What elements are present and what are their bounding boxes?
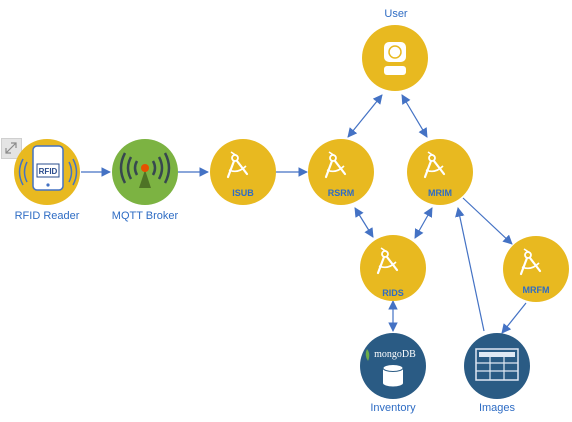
node-mrim[interactable]: MRIM [407, 139, 473, 205]
node-rids[interactable]: RIDS [360, 235, 426, 301]
node-isub[interactable]: ISUB [210, 139, 276, 205]
node-inventory[interactable]: mongoDB Inventory [360, 333, 426, 414]
mongodb-logo-text: mongoDB [374, 349, 416, 360]
node-mrfm[interactable]: MRFM [503, 236, 569, 302]
rfid-badge: RFID [39, 167, 58, 176]
edge-images-mrim [455, 207, 485, 332]
node-user[interactable]: User [362, 8, 428, 91]
table-grid-icon [475, 348, 519, 381]
node-label-user: User [384, 8, 408, 20]
broadcast-antenna-icon [119, 152, 171, 188]
node-images[interactable]: Images [464, 333, 530, 414]
edge-rsrm-user [347, 94, 383, 138]
edge-mrim-mrfm [462, 197, 513, 245]
node-label-inventory: Inventory [370, 402, 416, 414]
user-icon [384, 42, 406, 75]
edges [81, 94, 527, 334]
database-icon [382, 364, 404, 387]
node-label-rsrm: RSRM [328, 188, 355, 198]
node-label-isub: ISUB [232, 188, 254, 198]
rfid-reader-icon: RFID [18, 145, 78, 191]
node-label-images: Images [479, 402, 516, 414]
node-mqtt-broker[interactable]: MQTT Broker [112, 139, 179, 222]
edge-mrim-user [401, 94, 428, 138]
edge-rsrm-rids [354, 207, 374, 238]
node-label-rids: RIDS [382, 288, 404, 298]
node-label-mrfm: MRFM [523, 285, 550, 295]
edge-mrfm-images [501, 302, 527, 334]
expand-icon[interactable] [1, 138, 22, 159]
node-rfid-reader[interactable]: RFID RFID Reader [14, 139, 80, 222]
node-rsrm[interactable]: RSRM [308, 139, 374, 205]
node-label-rfid-reader: RFID Reader [15, 210, 80, 222]
node-label-mqtt-broker: MQTT Broker [112, 210, 179, 222]
node-label-mrim: MRIM [428, 188, 452, 198]
mongodb-logo: mongoDB [365, 349, 416, 361]
edge-mrim-rids [414, 207, 433, 239]
